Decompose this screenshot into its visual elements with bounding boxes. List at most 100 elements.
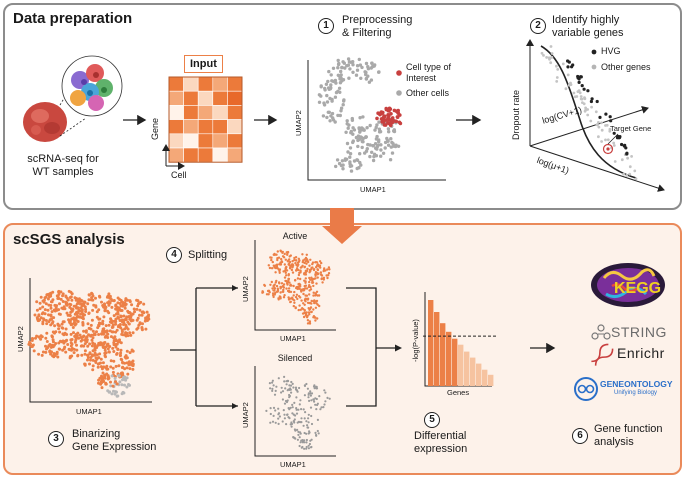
bar [470, 357, 476, 386]
matrix-cell [212, 133, 228, 149]
matrix-cell [212, 119, 228, 135]
step-number-4: 4 [166, 247, 182, 263]
bar [488, 374, 494, 386]
legend-other-dot [396, 90, 402, 96]
umap-active-plot [261, 249, 331, 325]
umap-binarized-plot [27, 289, 151, 398]
matrix-cell [227, 76, 243, 92]
input-matrix [168, 76, 243, 163]
matrix-cell [227, 119, 243, 135]
target-gene-label: Target Gene [610, 124, 652, 133]
bar [458, 344, 464, 386]
matrix-cell [183, 76, 199, 92]
step-number-6: 6 [572, 428, 588, 444]
umap-big-x-axis-label: UMAP1 [76, 407, 102, 416]
legend-hvg: HVG [601, 46, 621, 56]
step-number-1: 1 [318, 18, 334, 34]
section-title-scsgs-analysis: scSGS analysis [13, 231, 125, 248]
go-db-label: GENEONTOLOGY [600, 379, 673, 389]
matrix-cell [227, 147, 243, 163]
matrix-cell [212, 90, 228, 106]
umap-cell-type-plot [317, 57, 403, 173]
matrix-cell [168, 76, 184, 92]
hvg-dropout-axis-label: Dropout rate [511, 89, 521, 140]
bar [452, 338, 458, 386]
matrix-cell [168, 90, 184, 106]
matrix-cell [227, 133, 243, 149]
legend-other-cells: Other cells [406, 88, 450, 98]
matrix-cell [183, 147, 199, 163]
umap1-y-axis-label: UMAP2 [294, 110, 303, 136]
umap-silenced-plot [265, 375, 331, 450]
single-cells-icon [61, 55, 123, 117]
umap1-x-axis-label: UMAP1 [360, 185, 386, 194]
umap-big-y-axis-label: UMAP2 [16, 326, 25, 352]
bar [434, 312, 440, 386]
scsgs-analysis-panel [3, 223, 682, 475]
matrix-gene-axis-label: Gene [150, 117, 160, 140]
tissue-sample-icon [23, 102, 67, 142]
kegg-logo: KEGG [591, 263, 665, 307]
svg-text:KEGG: KEGG [614, 280, 661, 297]
silenced-label: Silenced [277, 353, 313, 363]
legend-interest-dot [396, 70, 402, 76]
matrix-cell [227, 105, 243, 120]
data-preparation-panel [3, 3, 682, 210]
bar [464, 351, 470, 386]
bar-chart-y-axis-label: -log(P-value) [411, 319, 420, 362]
bar [482, 369, 488, 386]
matrix-cell [212, 147, 228, 163]
active-label: Active [282, 231, 308, 241]
target-gene-marker [602, 143, 614, 155]
step-number-5: 5 [424, 412, 440, 428]
enrichr-dna-icon [591, 343, 614, 366]
bar [428, 300, 434, 386]
umap-active-y-axis-label: UMAP2 [241, 276, 250, 302]
matrix-cell [197, 119, 214, 135]
matrix-cell [212, 76, 228, 92]
string-icon [591, 324, 611, 340]
go-db-sublabel: Unifying Biology [614, 390, 658, 396]
gene-ontology-icon [574, 377, 598, 401]
section-title-data-preparation: Data preparation [13, 10, 133, 27]
matrix-cell [183, 90, 199, 106]
umap-silenced-y-axis-label: UMAP2 [241, 402, 250, 428]
matrix-cell-axis-label: Cell [171, 170, 187, 180]
matrix-cell [168, 105, 184, 120]
matrix-cell [183, 119, 199, 135]
section-connector-arrow [322, 208, 362, 244]
matrix-cell [197, 90, 214, 106]
legend-other-genes: Other genes [601, 62, 651, 72]
input-label: Input [184, 55, 223, 73]
differential-expression-bar-chart [423, 300, 496, 386]
matrix-cell [168, 147, 184, 163]
matrix-cell [168, 133, 184, 149]
matrix-cell [183, 133, 199, 149]
matrix-cell [212, 105, 228, 120]
matrix-cell [183, 105, 199, 120]
bar [476, 363, 482, 386]
enrichr-db-label: Enrichr [617, 345, 665, 361]
matrix-cell [168, 119, 184, 135]
step-number-2: 2 [530, 18, 546, 34]
matrix-cell [197, 147, 214, 163]
step-1-label: Preprocessing& Filtering [342, 14, 413, 39]
bar-chart-x-axis-label: Genes [447, 388, 470, 397]
step-number-3: 3 [48, 431, 64, 447]
bar [446, 331, 452, 386]
matrix-cell [197, 105, 214, 120]
step-4-label: Splitting [188, 249, 228, 261]
matrix-cell [227, 90, 243, 106]
bar [440, 323, 446, 386]
umap-active-x-axis-label: UMAP1 [280, 334, 306, 343]
umap-silenced-x-axis-label: UMAP1 [280, 460, 306, 469]
matrix-cell [197, 76, 214, 92]
hvg-plot [526, 39, 665, 192]
